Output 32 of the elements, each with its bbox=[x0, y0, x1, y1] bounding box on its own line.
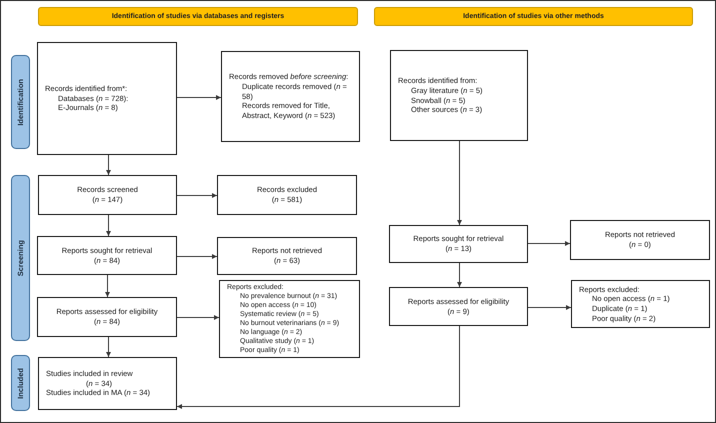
process-box bbox=[571, 280, 710, 328]
arrow bbox=[528, 241, 570, 246]
arrow bbox=[528, 305, 572, 310]
arrow bbox=[176, 254, 218, 259]
process-box bbox=[37, 236, 177, 275]
process-box bbox=[221, 51, 360, 142]
phase-band bbox=[11, 55, 30, 149]
process-box bbox=[219, 280, 360, 358]
process-box bbox=[570, 220, 710, 260]
arrow bbox=[176, 315, 220, 320]
arrow bbox=[457, 262, 462, 288]
section-header bbox=[374, 7, 693, 26]
arrow bbox=[457, 140, 462, 226]
arrow bbox=[105, 274, 110, 298]
process-box bbox=[37, 42, 177, 155]
section-header bbox=[38, 7, 358, 26]
phase-band bbox=[11, 355, 30, 411]
process-box bbox=[37, 297, 177, 337]
process-box bbox=[217, 237, 357, 275]
arrow bbox=[106, 154, 111, 176]
arrow bbox=[176, 95, 222, 100]
process-box bbox=[217, 175, 357, 215]
process-box bbox=[389, 225, 528, 263]
arrow bbox=[176, 193, 218, 198]
process-box bbox=[390, 50, 528, 141]
process-box bbox=[38, 357, 177, 410]
arrow bbox=[106, 214, 111, 236]
process-box bbox=[38, 175, 177, 215]
process-box bbox=[389, 287, 528, 326]
arrow bbox=[176, 326, 460, 409]
phase-band bbox=[11, 175, 30, 341]
arrow bbox=[106, 336, 111, 358]
